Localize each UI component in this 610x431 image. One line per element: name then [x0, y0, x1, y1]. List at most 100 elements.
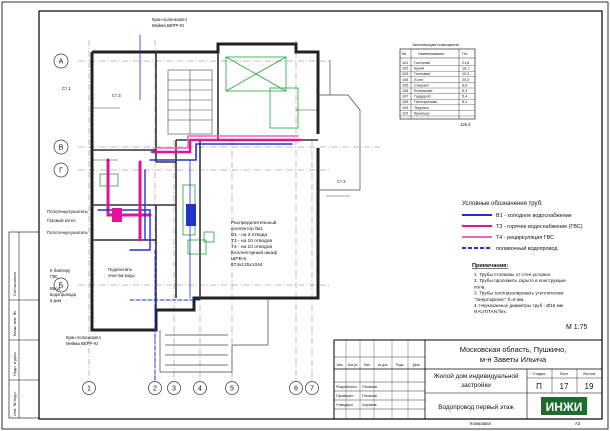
input-line2: водопровода [50, 292, 77, 297]
note-line: 3. Трубы теплоизолировать утеплителем [474, 291, 563, 296]
room-table-title: Экспликация помещений [412, 42, 459, 47]
room-table-rows: 101 Гостиная 21,8 102 Кухня 16,1 103 Гостевая 10… [400, 61, 475, 117]
project-line1: Жилой дом индивидуальной [433, 372, 519, 380]
stage-header: Стадия [533, 372, 546, 376]
room-table: Экспликация помещений № Наименование Пл.… [399, 42, 476, 127]
collector-line2: коллектор №1 [231, 226, 263, 232]
room-name: Санузел [414, 83, 429, 87]
company-logo [541, 397, 587, 415]
room-area: 3,9 [462, 83, 467, 87]
room-number: 102 [402, 67, 408, 71]
room-name: Гостевая [414, 72, 430, 76]
axis-bubble-letter [53, 139, 69, 155]
porch [159, 298, 269, 373]
note-line: RAUTITAN flex. [474, 309, 507, 314]
axis-bubble-number [193, 381, 207, 395]
collector-line6: Коллекторный шкаф [231, 249, 277, 256]
room-table-h1: Наименование [418, 52, 444, 56]
room-area: 16,1 [462, 67, 469, 71]
riser-st3-label: Ст 3 [112, 93, 121, 98]
pipe-legend: Условные обозначения труб: В1 - холодное… [462, 201, 583, 252]
recirculation-pipe [153, 135, 299, 149]
note-line: 2. Трубы проложить скрыто в конструкции [474, 278, 566, 283]
sheet-value: 17 [560, 382, 569, 391]
inner-frame [38, 10, 603, 420]
stamp-label-inv: Инв. № подл. [12, 391, 17, 416]
room-table-total: 126,4 [460, 122, 471, 127]
collector-line7: ШРВ-5 [231, 256, 246, 262]
axis-bubble-number [82, 381, 96, 395]
room-number: 103 [402, 72, 408, 76]
role-label: Утвердил [336, 403, 353, 407]
changes-header-cell: Изм. [337, 363, 344, 367]
notes-lines: 1. Трубы стояковы от стен условно.2. Тру… [474, 272, 566, 314]
axis-number-label: 1 [87, 386, 91, 393]
valve-bottom-line1: Кран полнокомпл [66, 335, 101, 340]
legend-item-label: В1 - холодное водоснабжение [496, 213, 572, 219]
legend-items: В1 - холодное водоснабжение Т3 - горячее … [462, 213, 583, 252]
room-number: 104 [402, 78, 408, 82]
legend-title: Условные обозначения труб: [462, 201, 543, 207]
format-label: А3 [575, 421, 581, 426]
changes-header-cell: Подп. [396, 363, 405, 367]
axis-letter-label: В [59, 145, 64, 152]
room-area: 5,4 [462, 89, 467, 93]
axis-bubble-number [225, 381, 239, 395]
room-name: Гостиная [414, 61, 430, 65]
room-area: 21,8 [462, 61, 469, 65]
boiler-unit [112, 208, 122, 222]
room-name: Терраса [414, 106, 429, 110]
axis-number-label: 6 [294, 386, 298, 393]
notes: Примечания: 1. Трубы стояковы от стен ус… [472, 263, 566, 314]
sheets-header: Листов [583, 372, 595, 376]
note-line: 4. Неуказанные диаметры труб - Ø16 мм [474, 303, 563, 308]
axis-number-label: 4 [198, 386, 202, 393]
role-name: Поляков [362, 394, 377, 398]
note-line: "Энергофлекс" б=9 мм. [474, 297, 525, 302]
address-line2: м-н Заветы Ильича [480, 355, 547, 364]
legend-item-label: поливочный водопровод [496, 245, 558, 252]
cold-water-main [149, 143, 293, 161]
valve-top-line1: Кран полнокомпл [152, 17, 187, 22]
room-table-h2: Пл. [462, 52, 468, 56]
room-table-h0: № [402, 52, 406, 56]
axis-bubble-number [167, 381, 181, 395]
axis-number-label: 7 [310, 386, 314, 393]
axis-bubble-number [148, 381, 162, 395]
room-area: 20,0 [462, 78, 469, 82]
left-label-2: Газовый котел [47, 218, 76, 223]
room-name: Постирочная [414, 100, 437, 104]
room-name: Кухня [414, 67, 424, 71]
axis-bubble-letter [53, 53, 69, 69]
room-number: 105 [402, 83, 408, 87]
cleaning-line1: Подключить [108, 267, 133, 272]
room-area: 5,4 [462, 95, 467, 99]
hot-water-pipe [106, 158, 152, 217]
role-label: Разработал [336, 385, 357, 389]
cleaning-line2: очистки воды [108, 273, 135, 278]
terrace [318, 60, 361, 191]
axis-number-label: 5 [230, 386, 234, 393]
left-label-3: Полотенцесушитель [47, 230, 89, 235]
riser-st1-label: Ст 1 [62, 86, 71, 91]
axis-bubble-number [289, 381, 303, 395]
cold-water-branch [97, 209, 151, 251]
axis-bubble-letter [53, 162, 69, 178]
room-name: Холл [414, 78, 423, 82]
stamp-label-sign: Подп. и дата [12, 352, 17, 376]
sheet-header: Лист [560, 372, 569, 376]
sheet-name: Водопровод первый этаж [438, 403, 514, 411]
scale-label: М 1:75 [566, 324, 588, 331]
room-name: Котельная [414, 89, 432, 93]
stamp-label-replace: Взам. инв. № [12, 311, 17, 336]
room-number: 101 [402, 61, 408, 65]
legend-item-label: Т3 - горячее водоснабжение (ГВС) [496, 224, 583, 230]
room-number: 110 [402, 111, 408, 115]
collector-label: Распределительный коллектор №1 В1 - на 3… [231, 219, 277, 268]
changes-header-cell: Кол.уч. [348, 363, 359, 367]
